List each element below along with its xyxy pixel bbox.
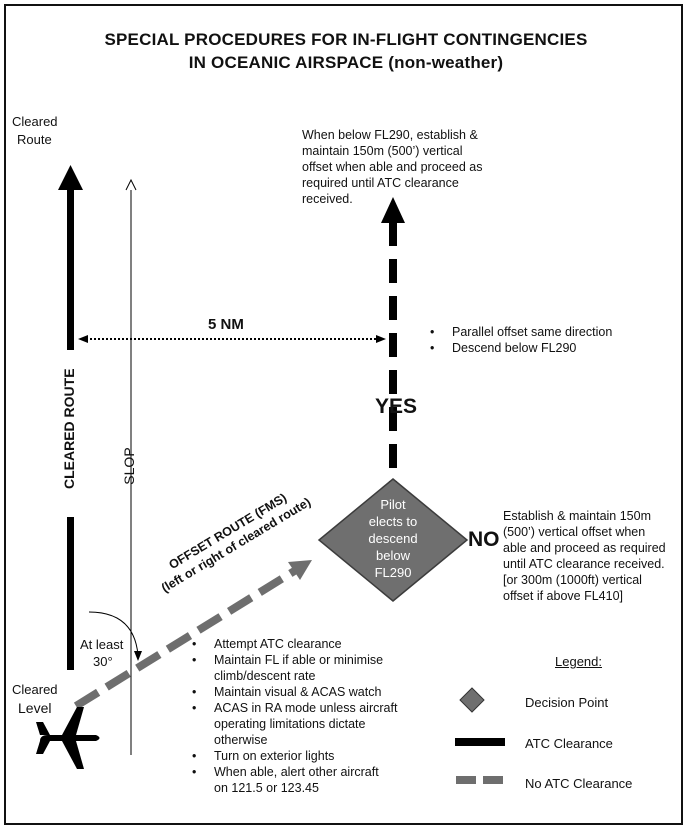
five-nm-label: 5 NM [208, 316, 244, 333]
procedure-line: otherwise [214, 733, 268, 747]
procedure-line: Maintain FL if able or minimise [214, 653, 384, 667]
procedure-bullet-item: Attempt ATC clearance [188, 636, 397, 652]
top-note-line: offset when able and proceed as [302, 160, 483, 174]
procedure-line: climb/descent rate [214, 669, 316, 683]
no-note-line: until ATC clearance received. [503, 557, 665, 571]
procedure-bullet-list: Attempt ATC clearance Maintain FL if abl… [188, 636, 397, 796]
cleared-route-label-1: Cleared [12, 114, 58, 129]
airplane-icon [36, 707, 100, 769]
yes-bullet-list: Parallel offset same direction Descend b… [426, 324, 612, 356]
decision-text: Pilot elects to descend below FL290 [343, 496, 443, 581]
cleared-route-lower-line [67, 517, 74, 670]
legend-dash-1 [456, 776, 476, 784]
decision-text-line: elects to [368, 514, 418, 529]
no-note-line: able and proceed as required [503, 541, 666, 555]
procedure-line: Turn on exterior lights [214, 749, 335, 763]
no-note-line: (500’) vertical offset when [503, 525, 646, 539]
descend-arrowhead [381, 197, 405, 223]
top-note-line: When below FL290, establish & [302, 128, 478, 142]
legend-solid-line-icon [455, 738, 505, 746]
legend-decision-point: Decision Point [525, 695, 609, 710]
no-note-line: offset if above FL410] [503, 589, 623, 603]
slop-arrowhead [125, 178, 137, 191]
title-line-1: SPECIAL PROCEDURES FOR IN-FLIGHT CONTING… [104, 30, 588, 49]
legend-no-atc-clearance: No ATC Clearance [525, 776, 633, 791]
top-note-line: required until ATC clearance [302, 176, 459, 190]
decision-text-line: descend [368, 531, 418, 546]
decision-diamond [317, 478, 469, 602]
decision-text-line: Pilot [380, 497, 406, 512]
cleared-route-arrowhead [58, 165, 83, 190]
no-label: NO [468, 528, 500, 551]
five-nm-left-arrowhead [78, 335, 88, 343]
top-note: When below FL290, establish & maintain 1… [302, 127, 482, 207]
angle-arc-arrowhead [134, 651, 142, 661]
at-least-label-2: 30° [93, 654, 113, 669]
offset-route-dashed-line [73, 566, 299, 710]
procedure-line: Maintain visual & ACAS watch [214, 685, 382, 699]
legend-title: Legend: [555, 654, 602, 669]
procedure-line: ACAS in RA mode unless aircraft [214, 701, 398, 715]
title-line-2: IN OCEANIC AIRSPACE (non-weather) [188, 53, 504, 72]
cleared-route-vertical-label: CLEARED ROUTE [61, 368, 77, 489]
no-note-line: Establish & maintain 150m [503, 509, 651, 523]
cleared-level-label-2: Level [18, 700, 52, 716]
at-least-label-1: At least [80, 637, 124, 652]
offset-route-arrowhead [288, 560, 312, 580]
procedure-line: When able, alert other aircraft [214, 765, 379, 779]
legend-atc-clearance: ATC Clearance [525, 736, 613, 751]
top-note-line: received. [302, 192, 353, 206]
procedure-bullet-item: When able, alert other aircraft on 121.5 … [188, 764, 397, 796]
decision-text-line: below [376, 548, 410, 563]
procedure-line: Attempt ATC clearance [214, 637, 342, 651]
top-note-line: maintain 150m (500’) vertical [302, 144, 463, 158]
cleared-level-label-1: Cleared [12, 682, 58, 697]
legend-dash-2 [483, 776, 503, 784]
cleared-route-upper-line [67, 188, 74, 350]
angle-arc [88, 611, 139, 656]
five-nm-right-arrowhead [376, 335, 386, 343]
slop-vertical-label: SLOP [121, 447, 137, 485]
procedure-bullet-item: Turn on exterior lights [188, 748, 397, 764]
procedure-bullet-item: Maintain visual & ACAS watch [188, 684, 397, 700]
procedure-line: operating limitations dictate [214, 717, 366, 731]
no-note-line: [or 300m (1000ft) vertical [503, 573, 642, 587]
procedure-bullet-item: Maintain FL if able or minimise climb/des… [188, 652, 397, 684]
decision-text-line: FL290 [374, 565, 412, 580]
procedure-bullet-item: ACAS in RA mode unless aircraft operating… [188, 700, 397, 748]
yes-label: YES [375, 395, 418, 418]
legend-diamond-icon [459, 687, 485, 713]
procedure-line: on 121.5 or 123.45 [214, 781, 319, 795]
no-note: Establish & maintain 150m (500’) vertica… [503, 508, 666, 604]
page-frame [4, 4, 683, 825]
yes-bullet-item: Parallel offset same direction [426, 324, 612, 340]
cleared-route-label-2: Route [17, 132, 52, 147]
yes-bullet-item: Descend below FL290 [426, 340, 612, 356]
